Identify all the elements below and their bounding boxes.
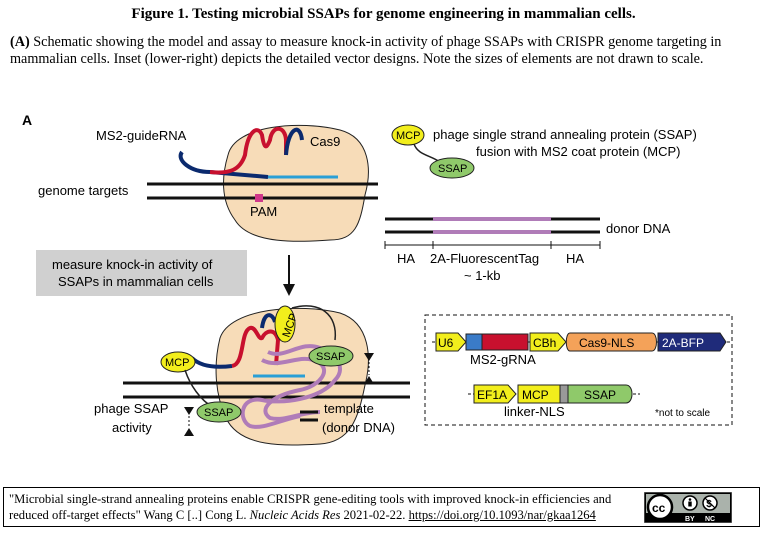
measure-line-1: measure knock-in activity of — [52, 257, 213, 272]
caption-label: (A) — [10, 34, 30, 50]
panel-letter: A — [22, 112, 32, 128]
legend-mcp-shape — [391, 124, 425, 146]
guiderna-loops — [209, 126, 288, 175]
template-strand-2 — [261, 356, 326, 421]
citation-journal: Nucleic Acids Res — [249, 508, 341, 522]
linker-nls-label: linker-NLS — [504, 404, 565, 419]
legend-line-1: phage single strand annealing protein (S… — [433, 127, 697, 142]
guiderna-hairpin — [284, 127, 304, 156]
genome-targets-label: genome targets — [38, 183, 129, 198]
vector-inset-box — [424, 314, 733, 426]
cbh-label: CBh — [533, 336, 556, 350]
cbh-promoter — [529, 332, 567, 352]
bfp-label: 2A-BFP — [662, 336, 704, 350]
fluorescent-tag-label: 2A-FluorescentTag — [430, 251, 539, 266]
citation-main: "Microbial single-strand annealing prote… — [9, 492, 612, 522]
cas9-label: Cas9 — [310, 134, 340, 149]
ms2-grna-label: MS2-gRNA — [470, 352, 536, 367]
vector-ssap-block — [567, 384, 633, 404]
activity-arrow-left — [184, 407, 194, 436]
template-label-line-1: template — [324, 401, 374, 416]
cc-by-nc-badge: cc $ BY NC — [644, 492, 732, 523]
legend-ssap-shape — [429, 157, 475, 179]
cas9-nls-block — [565, 332, 657, 352]
phage-ssap-activity-line-1: phage SSAP — [94, 401, 168, 416]
complex-ssap-right — [308, 345, 354, 367]
complex-mcp-top — [274, 305, 296, 343]
pam-label: PAM — [250, 204, 277, 219]
citation-box: "Microbial single-strand annealing prote… — [3, 487, 760, 527]
cas9-nls-label: Cas9-NLS — [579, 336, 634, 350]
process-arrow-head — [283, 284, 295, 296]
legend-ssap-label: SSAP — [438, 163, 467, 175]
ms2-guiderna-label: MS2-guideRNA — [96, 128, 187, 143]
legend-mcp-label: MCP — [396, 130, 420, 142]
license-by-label: BY — [685, 516, 695, 523]
figure-title: Figure 1. Testing microbial SSAPs for ge… — [131, 6, 636, 22]
bfp-block — [657, 332, 727, 352]
complex-linker-left — [184, 369, 215, 409]
svg-text:$: $ — [706, 499, 712, 510]
ms2-loop-block — [465, 333, 483, 351]
measure-line-2: SSAPs in mammalian cells — [58, 274, 214, 289]
u6-promoter — [435, 332, 467, 352]
ms2-guiderna — [178, 150, 269, 179]
citation-text: "Microbial single-strand annealing prote… — [9, 491, 634, 523]
template-label-line-2: (donor DNA) — [322, 420, 395, 435]
complex-mcp-left-label: MCP — [165, 357, 189, 369]
complex-linker-top — [291, 305, 336, 341]
vector-ssap-label: SSAP — [584, 388, 616, 402]
complex-mcp-left — [160, 351, 196, 373]
schematic-diagram: A MS2-guideRNA Cas9 genome targets PAM M… — [22, 112, 733, 446]
caption-text: Schematic showing the model and assay to… — [10, 34, 722, 67]
donor-dna-label: donor DNA — [606, 221, 671, 236]
vector-mcp-label: MCP — [522, 388, 549, 402]
complex-ssap-left — [196, 401, 242, 423]
activity-arrow-right — [364, 353, 374, 384]
legend-line-2: fusion with MS2 coat protein (MCP) — [476, 144, 680, 159]
cc-icon — [646, 493, 674, 521]
complex-guiderna-hairpin — [260, 313, 277, 329]
figure-caption: (A) Schematic showing the model and assa… — [10, 34, 752, 68]
not-to-scale-note: *not to scale — [655, 408, 710, 419]
ef1a-label: EF1A — [477, 388, 507, 402]
phage-ssap-activity-line-2: activity — [112, 420, 152, 435]
pam-site — [255, 194, 263, 202]
citation-date: 2021-02-22. — [340, 508, 409, 522]
citation-doi-link[interactable]: https://doi.org/10.1093/nar/gkaa1264 — [408, 508, 596, 522]
svg-text:cc: cc — [652, 501, 666, 515]
ha-right-label: HA — [566, 251, 584, 266]
measure-box — [36, 250, 247, 296]
template-strand-1 — [240, 344, 342, 429]
ef1a-promoter — [473, 384, 517, 404]
complex-ssap-left-label: SSAP — [204, 407, 233, 419]
grna-block — [481, 333, 529, 351]
legend-linker — [413, 143, 441, 163]
complex-guiderna-red — [231, 325, 281, 368]
complex-ssap-right-label: SSAP — [316, 351, 345, 363]
ha-left-label: HA — [397, 251, 415, 266]
u6-label: U6 — [438, 336, 454, 350]
license-nc-label: NC — [705, 516, 715, 523]
linker-nls-block — [559, 384, 569, 404]
donor-size-label: ~ 1-kb — [464, 268, 501, 283]
